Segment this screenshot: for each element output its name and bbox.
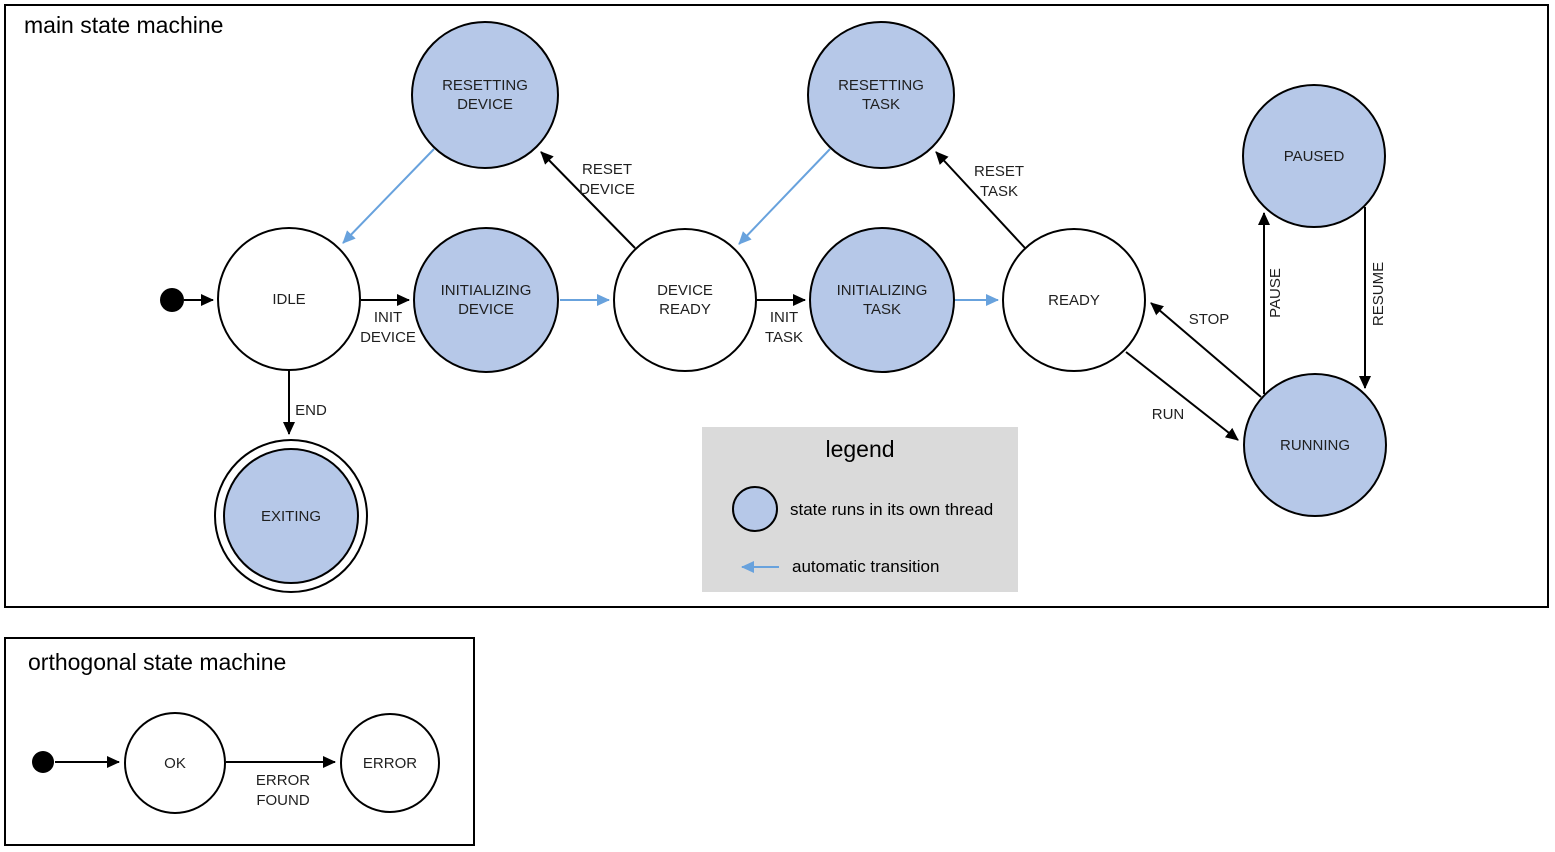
- transition-label-resume: RESUME: [1370, 261, 1387, 327]
- transition-label-pause: PAUSE: [1267, 268, 1284, 318]
- legend-auto-transition-label: automatic transition: [792, 557, 940, 576]
- main-state-machine-title: main state machine: [24, 12, 224, 38]
- transition-label-reset-device: RESET DEVICE: [579, 161, 635, 198]
- orthogonal-initial-state-dot: [32, 751, 54, 773]
- main-initial-state-dot: [160, 288, 184, 312]
- state-device-ready: DEVICE READY: [613, 228, 757, 372]
- transition-label-reset-task: RESET TASK: [973, 163, 1025, 200]
- state-idle: IDLE: [217, 227, 361, 371]
- orthogonal-state-machine-title: orthogonal state machine: [28, 649, 287, 675]
- state-resetting-task: RESETTING TASK: [807, 21, 955, 169]
- orthogonal-state-machine-frame: [4, 637, 475, 846]
- state-label: TASK: [862, 301, 902, 318]
- transition-label-run: RUN: [1151, 406, 1185, 423]
- state-label: READY: [1048, 291, 1100, 309]
- state-label: EXITING: [260, 507, 321, 525]
- state-initializing-device: INITIALIZING DEVICE: [413, 227, 559, 373]
- state-label: DEVICE: [457, 96, 513, 113]
- legend-title: legend: [825, 436, 895, 462]
- state-running: RUNNING: [1243, 373, 1387, 517]
- state-resetting-device: RESETTING DEVICE: [411, 21, 559, 169]
- state-label: IDLE: [272, 290, 306, 308]
- state-label: RESETTING: [838, 77, 924, 94]
- legend-threaded-state-icon: [732, 486, 778, 532]
- state-label: TASK: [861, 96, 901, 113]
- transition-label-end: END: [295, 402, 327, 419]
- state-exiting: EXITING: [214, 439, 368, 593]
- arrow-running-to-ready-stop: [1150, 302, 1262, 398]
- main-state-machine-frame: [4, 4, 1549, 608]
- transition-label-stop: STOP: [1188, 311, 1230, 328]
- state-ready: READY: [1002, 228, 1146, 372]
- transition-label-init-device: INIT DEVICE: [360, 309, 416, 346]
- arrow-device-ready-to-resetting-device: [540, 151, 636, 249]
- state-label: RUNNING: [1280, 436, 1350, 454]
- state-ok: OK: [124, 712, 226, 814]
- state-label: INITIALIZING: [836, 282, 928, 299]
- state-label: PAUSED: [1283, 147, 1345, 165]
- arrow-ready-to-resetting-task: [935, 151, 1026, 249]
- state-error: ERROR: [340, 713, 440, 813]
- transition-label-init-task: INIT TASK: [764, 309, 804, 346]
- state-initializing-task: INITIALIZING TASK: [809, 227, 955, 373]
- auto-arrow-resetting-device-to-idle: [342, 148, 435, 244]
- state-label: OK: [164, 754, 186, 772]
- auto-arrow-resetting-task-to-device-ready: [738, 148, 831, 245]
- state-label: INITIALIZING: [440, 282, 532, 299]
- state-label: DEVICE: [657, 282, 713, 299]
- arrow-ready-to-running-run: [1125, 351, 1239, 441]
- state-label: ERROR: [362, 754, 418, 772]
- state-label: DEVICE: [458, 301, 514, 318]
- transition-label-error-found: ERROR FOUND: [255, 772, 311, 809]
- state-exiting-inner-circle: EXITING: [223, 448, 359, 584]
- state-label: RESETTING: [442, 77, 528, 94]
- state-paused: PAUSED: [1242, 84, 1386, 228]
- legend-thread-label: state runs in its own thread: [790, 500, 994, 519]
- state-label: READY: [659, 301, 711, 318]
